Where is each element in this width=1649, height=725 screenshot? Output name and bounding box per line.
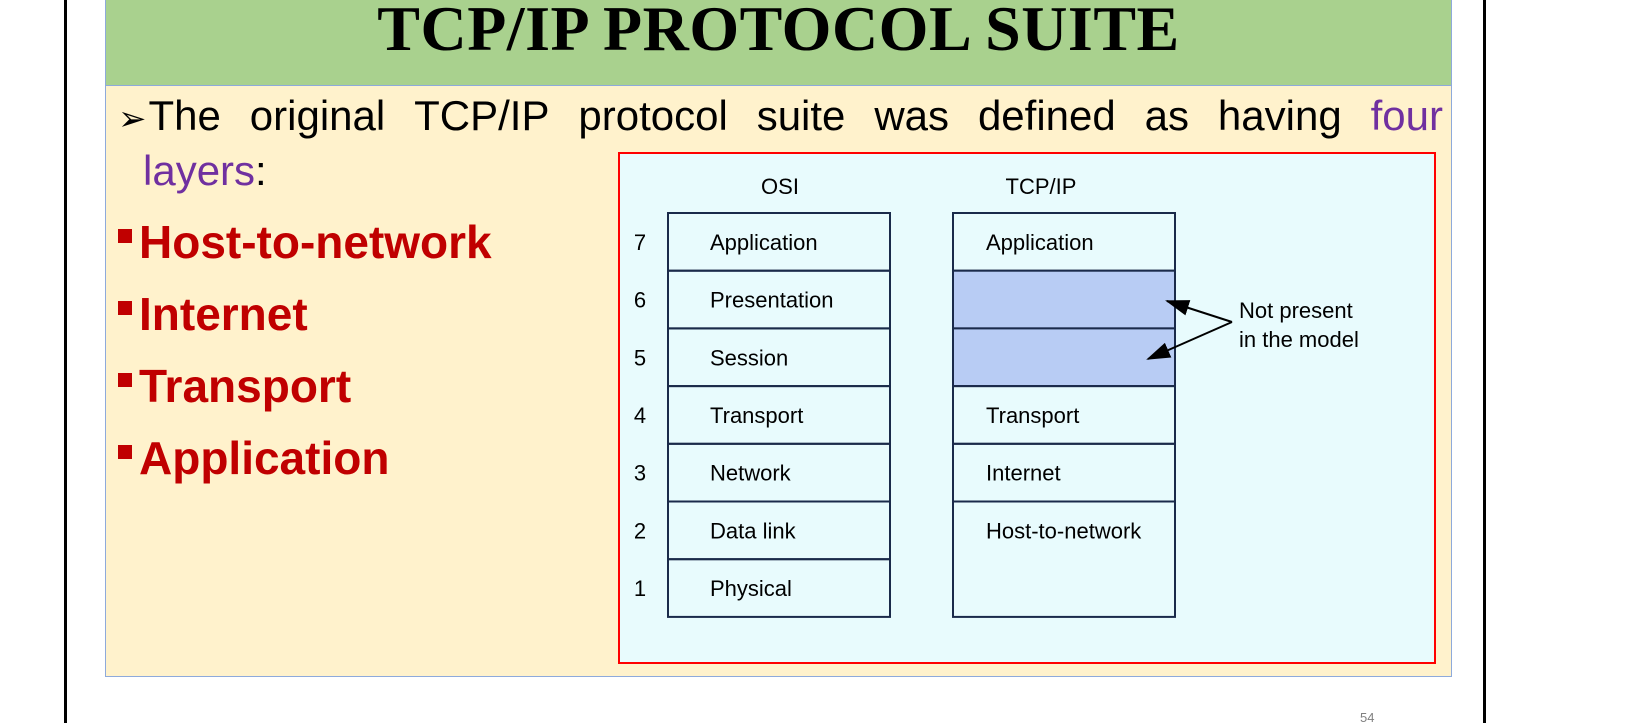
- intro-word: was: [874, 92, 950, 139]
- page-number: 54: [1360, 710, 1375, 725]
- intro-word: as: [1144, 92, 1189, 139]
- intro-word: TCP/IP: [414, 92, 550, 139]
- square-bullet-icon: [118, 445, 132, 459]
- osi-layer-label: Physical: [710, 576, 792, 601]
- osi-layer-number: 7: [634, 230, 646, 255]
- intro-word: defined: [977, 92, 1116, 139]
- tcpip-missing-layer-box: [952, 327, 1176, 388]
- bullet-label: Application: [139, 432, 390, 484]
- tcpip-layer-label: Internet: [986, 461, 1061, 486]
- intro-highlight-layers: layers: [143, 147, 256, 194]
- title-band: TCP/IP PROTOCOL SUITE: [105, 0, 1452, 86]
- osi-layer-label: Application: [710, 230, 818, 255]
- slide-content: ➢The original TCP/IP protocol suite was …: [105, 86, 1452, 677]
- intro-first: ➢The: [118, 90, 221, 145]
- osi-layer-label: Data link: [710, 518, 797, 543]
- osi-layer-number: 1: [634, 576, 646, 601]
- osi-layer-number: 6: [634, 288, 646, 313]
- intro-word: original: [249, 92, 386, 139]
- arrow-bullet-icon: ➢: [118, 99, 147, 139]
- square-bullet-icon: [118, 229, 132, 243]
- osi-layer-number: 4: [634, 403, 646, 428]
- osi-layer-label: Network: [710, 461, 792, 486]
- tcpip-missing-layer-box: [952, 269, 1176, 330]
- slide-frame-left: [64, 0, 67, 723]
- intro-highlight-four: four: [1370, 92, 1443, 139]
- intro-paragraph: ➢The original TCP/IP protocol suite was …: [118, 90, 1443, 197]
- bullet-label: Host-to-network: [139, 216, 492, 268]
- intro-line-2: layers:: [118, 145, 1443, 197]
- annotation-arrow-lower: [1146, 321, 1233, 360]
- intro-tail: :: [255, 147, 267, 194]
- bullet-item: Internet: [118, 278, 492, 350]
- diagram-canvas: OSI TCP/IP 7 Application 6 Presentation 5 Ses…: [634, 174, 1359, 618]
- annotation-line-1: Not present: [1239, 298, 1353, 323]
- bullet-item: Host-to-network: [118, 206, 492, 278]
- tcpip-header: TCP/IP: [1006, 174, 1077, 199]
- osi-layer-number: 3: [634, 461, 646, 486]
- bullet-label: Internet: [139, 288, 308, 340]
- tcpip-layer-label: Transport: [986, 403, 1079, 428]
- intro-line-1: ➢The original TCP/IP protocol suite was …: [118, 90, 1443, 145]
- slide-frame-right: [1483, 0, 1486, 723]
- osi-tcpip-diagram: OSI TCP/IP 7 Application 6 Presentation 5 Ses…: [618, 152, 1436, 664]
- square-bullet-icon: [118, 301, 132, 315]
- tcpip-layer-label: Application: [986, 230, 1094, 255]
- osi-stack: 7 Application 6 Presentation 5 Session 4 Transp…: [634, 212, 891, 618]
- intro-word: suite: [756, 92, 846, 139]
- intro-word: The: [148, 92, 221, 139]
- annotation-arrow-upper: [1165, 300, 1233, 323]
- annotation-line-2: in the model: [1239, 327, 1359, 352]
- square-bullet-icon: [118, 373, 132, 387]
- osi-layer-number: 5: [634, 345, 646, 370]
- slide-title: TCP/IP PROTOCOL SUITE: [377, 0, 1180, 64]
- tcpip-layer-label: Host-to-network: [986, 518, 1142, 543]
- bullet-label: Transport: [139, 360, 352, 412]
- intro-word: protocol: [578, 92, 728, 139]
- osi-layer-label: Transport: [710, 403, 803, 428]
- bullet-item: Transport: [118, 350, 492, 422]
- intro-word: having: [1217, 92, 1342, 139]
- tcpip-layer-box: [952, 500, 1176, 618]
- osi-layer-label: Presentation: [710, 288, 834, 313]
- osi-header: OSI: [761, 174, 799, 199]
- osi-layer-box: [667, 558, 891, 618]
- layer-bullet-list: Host-to-network Internet Transport Appli…: [118, 206, 492, 494]
- tcpip-stack: ApplicationTransportInternetHost-to-netw…: [952, 212, 1176, 618]
- osi-layer-number: 2: [634, 518, 646, 543]
- bullet-item: Application: [118, 422, 492, 494]
- osi-layer-label: Session: [710, 345, 788, 370]
